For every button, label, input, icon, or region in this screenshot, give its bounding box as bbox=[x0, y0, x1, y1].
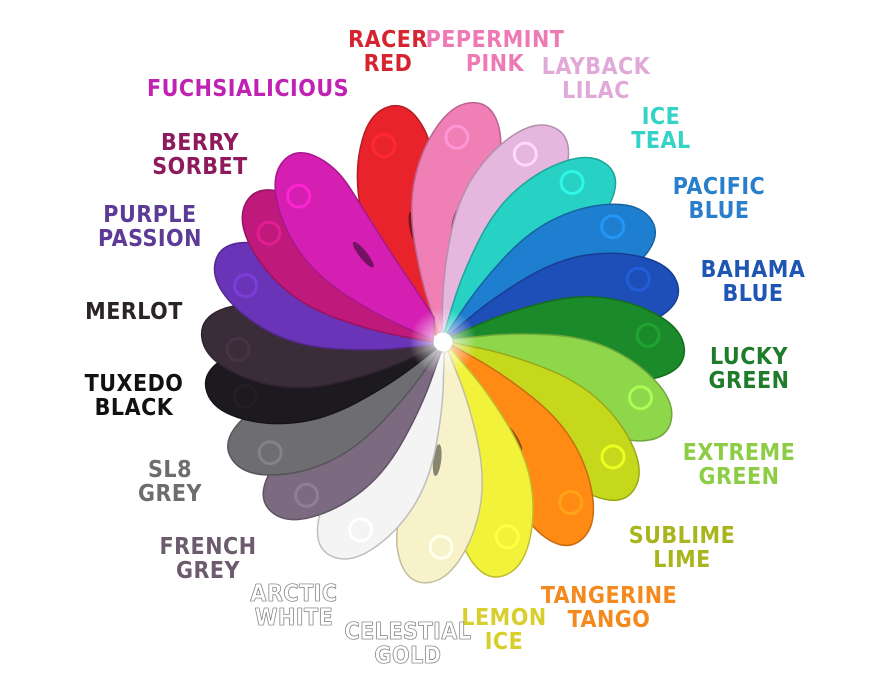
label-line: SORBET bbox=[152, 154, 248, 180]
label-line: FRENCH bbox=[159, 534, 257, 560]
label-line: CELESTIAL bbox=[344, 619, 472, 645]
label-line: PASSION bbox=[98, 226, 202, 252]
label-line: GOLD bbox=[374, 643, 442, 669]
label-line: PEPERMINT bbox=[425, 27, 565, 53]
label-line: GREEN bbox=[698, 464, 780, 490]
swirl-mark bbox=[232, 383, 258, 409]
label-line: WHITE bbox=[254, 605, 334, 631]
swirl-mark bbox=[444, 124, 470, 150]
label-fuchsialicious: FUCHSIALICIOUS bbox=[147, 77, 349, 101]
swirl-mark bbox=[428, 534, 454, 560]
label-line: FUCHSIALICIOUS bbox=[146, 76, 350, 102]
label-line: ICE bbox=[641, 104, 681, 130]
label-line: PACIFIC bbox=[672, 174, 766, 200]
swirl-mark bbox=[559, 170, 585, 195]
swirl-mark bbox=[256, 220, 282, 246]
label-line: TEAL bbox=[631, 128, 691, 154]
swirl-mark bbox=[294, 482, 320, 508]
label-line: LUCKY bbox=[710, 344, 788, 370]
label-line: TANGO bbox=[567, 607, 651, 633]
swirl-mark bbox=[286, 183, 312, 209]
swirl-mark bbox=[371, 133, 397, 158]
label-line: LEMON bbox=[461, 605, 547, 631]
label-line: EXTREME bbox=[682, 440, 796, 466]
label-line: BLACK bbox=[94, 395, 174, 421]
label-line: BAHAMA bbox=[700, 257, 806, 283]
label-line: PURPLE bbox=[103, 202, 197, 228]
swirl-mark bbox=[628, 385, 653, 411]
swirl-mark bbox=[233, 273, 259, 299]
label-line: LAYBACK bbox=[541, 54, 651, 80]
label-line: GREY bbox=[175, 558, 241, 584]
label-line: LIME bbox=[653, 547, 711, 573]
label-line: TANGERINE bbox=[540, 583, 678, 609]
swirl-mark bbox=[225, 337, 251, 362]
label-line: MERLOT bbox=[85, 299, 183, 325]
swirl-mark bbox=[257, 440, 283, 466]
label-line: GREY bbox=[137, 481, 203, 507]
label-line: SL8 bbox=[147, 457, 192, 483]
label-line: PINK bbox=[465, 51, 525, 77]
label-line: LILAC bbox=[562, 78, 630, 104]
label-line: RACER bbox=[348, 27, 428, 53]
swirl-mark bbox=[348, 517, 374, 543]
swirl-mark bbox=[494, 524, 520, 550]
swirl-mark bbox=[558, 490, 584, 515]
label-line: ARCTIC bbox=[250, 581, 338, 607]
label-line: GREEN bbox=[708, 368, 790, 394]
label-line: BERRY bbox=[160, 130, 240, 156]
label-line: ICE bbox=[484, 629, 524, 655]
label-line: BLUE bbox=[722, 281, 784, 307]
swirl-mark bbox=[625, 266, 651, 292]
label-line: TUXEDO bbox=[84, 371, 184, 397]
slot-mark bbox=[352, 241, 374, 268]
label-line: RED bbox=[363, 51, 413, 77]
swirl-mark bbox=[635, 322, 661, 348]
label-line: BLUE bbox=[688, 198, 750, 224]
label-line: SUBLIME bbox=[628, 523, 736, 549]
swirl-mark bbox=[600, 214, 626, 240]
label-merlot: MERLOT bbox=[85, 300, 183, 324]
swirl-mark bbox=[512, 141, 538, 167]
swirl-mark bbox=[600, 444, 626, 470]
